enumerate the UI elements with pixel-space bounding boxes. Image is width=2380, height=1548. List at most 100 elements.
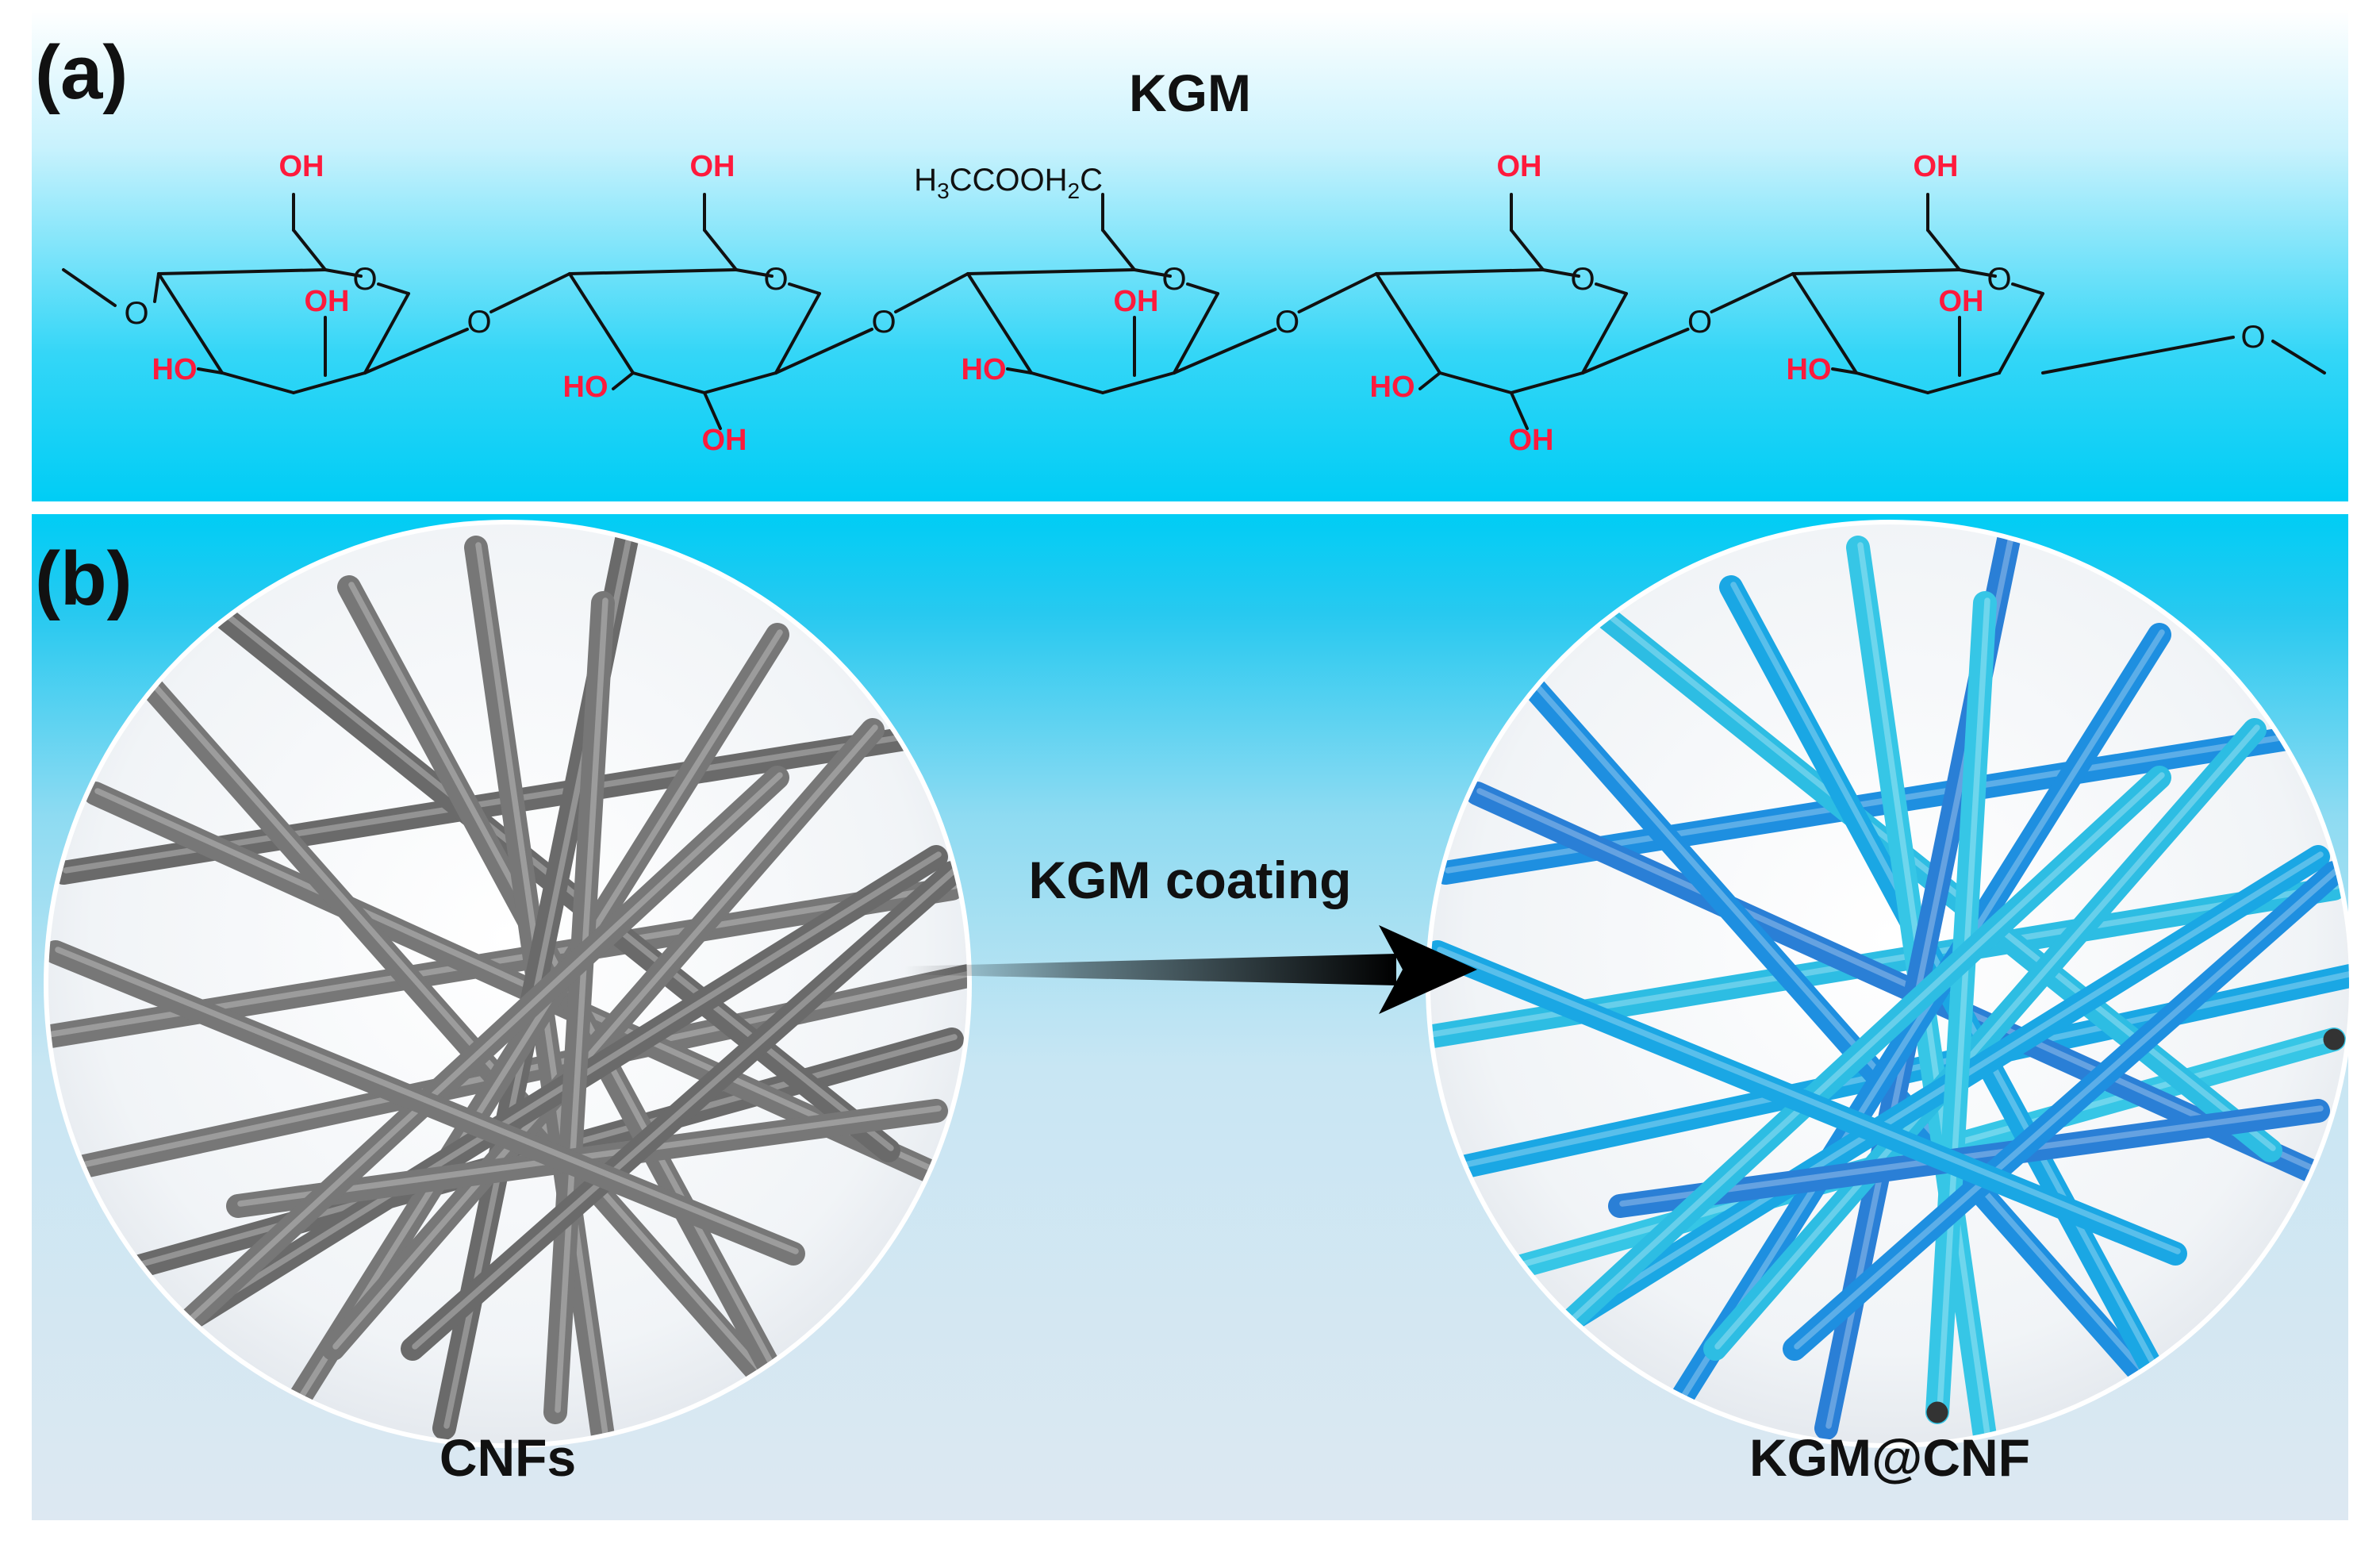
panel-a-background [32, 10, 2348, 501]
hydroxyl-label: HO [1370, 371, 1415, 404]
hydroxyl-label: HO [152, 353, 198, 386]
panel-a-title: KGM [1129, 63, 1251, 122]
bond [1173, 328, 1277, 375]
hydroxyl-label: OH [1914, 150, 1959, 183]
glycosidic-oxygen: O [466, 305, 491, 340]
bond [1581, 328, 1690, 375]
arrow-label: KGM coating [1029, 851, 1352, 909]
ring-oxygen: O [763, 262, 788, 297]
fiber [1925, 591, 1997, 1424]
bond [157, 268, 327, 275]
bond [1581, 292, 1628, 375]
bond [1510, 229, 1545, 271]
fiber-highlight [1619, 1105, 2324, 1207]
fiber [1513, 845, 2330, 1361]
bond [1510, 391, 1529, 430]
bond [1998, 292, 2044, 375]
fiber-highlight [1500, 645, 2181, 1413]
cnf-circle [44, 520, 972, 1448]
acetyl-part: C [1080, 163, 1103, 198]
bond [489, 272, 571, 313]
kgm-labels: OOHOHHOOOOHHOOHOOH3CCOOH2COHHOOOOHHOOHOO… [124, 150, 2265, 457]
bond [157, 272, 224, 375]
fiber-highlight [1437, 947, 2181, 1254]
bond [1926, 371, 2001, 394]
hydroxyl-label: HO [962, 353, 1007, 386]
bond [612, 371, 635, 390]
bond [774, 292, 821, 375]
fiber-highlight [158, 772, 783, 1350]
bond [568, 268, 738, 275]
fiber-highlight [332, 724, 878, 1350]
hydroxyl-label: OH [702, 424, 747, 457]
fiber-highlight [142, 851, 942, 1350]
fiber-highlight [555, 597, 608, 1413]
terminal-oxygen: O [124, 296, 148, 331]
bond [1510, 371, 1584, 394]
kgm-cnf-circle [1426, 520, 2354, 1448]
hydroxyl-label: HO [1787, 353, 1832, 386]
fiber-end [2323, 1028, 2345, 1051]
hydroxyl-label: OH [690, 150, 735, 183]
panel-a-letter: (a) [35, 30, 128, 115]
hydroxyl-label: OH [1509, 424, 1554, 457]
bond [1791, 272, 1858, 375]
fiber [1529, 766, 2171, 1361]
hydroxyl-label: OH [305, 285, 350, 318]
fiber-highlight [1937, 597, 1990, 1413]
fiber-highlight [94, 788, 942, 1175]
bond [774, 328, 873, 375]
fiber [1428, 940, 2187, 1266]
bond [1541, 268, 1580, 278]
bond [1173, 292, 1219, 375]
acetyl-part: 3 [937, 179, 950, 203]
bond [2041, 336, 2235, 375]
fiber [1783, 861, 2346, 1361]
kgm-bonds [62, 193, 2326, 430]
fiber [147, 766, 789, 1361]
hydroxyl-label: OH [1939, 285, 1984, 318]
kgm-structure: OOHOHHOOOOHHOOHOOH3CCOOH2COHHOOOOHHOOHOO… [62, 150, 2326, 457]
panel-b-letter: (b) [35, 536, 132, 621]
hydroxyl-label: OH [279, 150, 324, 183]
fiber [1656, 623, 2171, 1432]
kgm-cnf-label: KGM@CNF [1749, 1428, 2030, 1487]
bond [703, 371, 777, 394]
bond [62, 268, 117, 307]
arrow-shaft [904, 954, 1396, 985]
bond [2271, 340, 2326, 375]
bond [1133, 268, 1172, 278]
hydroxyl-label: HO [563, 371, 608, 404]
bond [221, 371, 295, 394]
bond [1006, 367, 1033, 375]
bond [292, 371, 367, 394]
bond [1926, 229, 1961, 271]
bond [966, 272, 1033, 375]
fiber [543, 591, 615, 1424]
acetyl-group-label: H3CCOOH2C [914, 163, 1103, 203]
bond [1710, 272, 1795, 313]
glycosidic-oxygen: O [1275, 305, 1299, 340]
bond [153, 272, 160, 303]
glycosidic-oxygen: O [1687, 305, 1712, 340]
ring-oxygen: O [1161, 262, 1186, 297]
fiber-highlight [55, 947, 799, 1254]
fiber [131, 845, 948, 1361]
bond [1375, 268, 1545, 275]
fiber [1489, 639, 2187, 1424]
acetyl-part: 2 [1068, 179, 1081, 203]
acetyl-part: CCOOH [950, 163, 1068, 198]
bond [1101, 229, 1136, 271]
bond [363, 328, 469, 375]
fiber [83, 782, 948, 1186]
bond [1438, 371, 1513, 394]
bond [966, 268, 1136, 275]
bond [1375, 272, 1441, 375]
bond [1958, 268, 1997, 278]
fiber [107, 639, 805, 1424]
bond [735, 268, 774, 278]
bond [1831, 367, 1858, 375]
blue-fiber-network [1428, 528, 2351, 1446]
bond [1030, 371, 1104, 394]
bond [703, 391, 722, 430]
